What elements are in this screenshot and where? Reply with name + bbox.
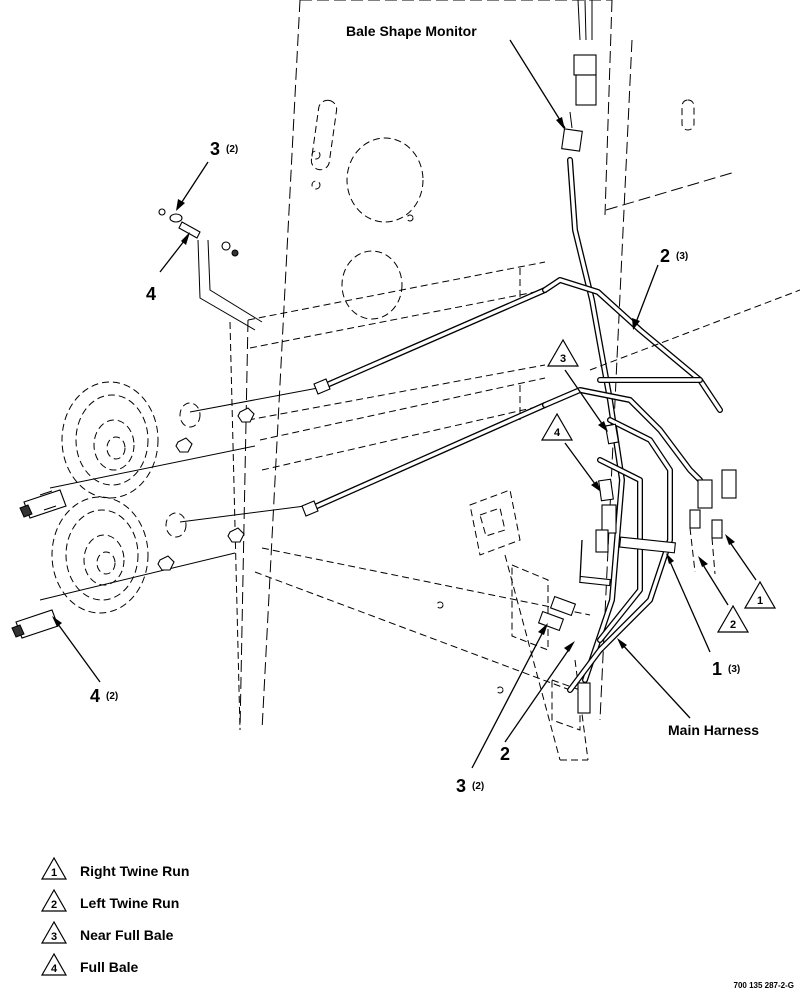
sensor-studs [11,407,255,639]
callout-1-number: 1 [712,659,722,679]
callout-3-top-number: 3 [210,139,220,159]
harness-connectors [537,423,737,714]
callouts: Bale Shape Monitor 3 (2) 4 2 (3) 4 (2) 1… [90,23,759,796]
bale-shape-monitor-label: Bale Shape Monitor [346,23,477,39]
triangle-markers: 3 4 1 2 [540,338,777,633]
main-harness-label: Main Harness [668,722,759,738]
callout-4-bottom-number: 4 [90,686,100,706]
svg-text:Right Twine Run: Right Twine Run [80,863,189,879]
callout-2-top-qty: (3) [676,251,688,262]
legend-item-full-bale: 4 Full Bale [40,952,139,976]
svg-text:3: 3 [560,353,566,365]
svg-text:4: 4 [554,427,561,439]
marker-tri-2: 2 [716,604,750,633]
callout-3-bottom-qty: (2) [472,781,484,792]
callout-3-top-qty: (2) [226,144,238,155]
svg-text:3: 3 [51,931,57,943]
callout-1-qty: (3) [728,664,740,675]
callout-4-top-number: 4 [146,284,156,304]
svg-text:4: 4 [51,963,58,975]
svg-text:1: 1 [757,595,763,607]
twine-wheel-upper [61,381,201,499]
svg-text:2: 2 [51,899,57,911]
main-harness-bundle [542,157,800,693]
callout-4-bottom-qty: (2) [106,691,118,702]
marker-tri-1: 1 [743,580,777,609]
svg-text:Near Full Bale: Near Full Bale [80,927,174,943]
leader-lines [52,39,757,769]
sensor-cables [197,239,548,517]
baler-frame [229,0,736,761]
shaft-lines [39,364,546,601]
legend-item-near-full-bale: 3 Near Full Bale [40,920,174,944]
callout-2-top-number: 2 [660,246,670,266]
svg-text:1: 1 [51,867,57,879]
reference-code: 700 135 287-2-G [734,981,795,990]
svg-text:Full Bale: Full Bale [80,959,139,975]
svg-text:2: 2 [730,619,736,631]
marker-tri-4: 4 [540,412,574,441]
bale-shape-monitor-connector [561,0,597,152]
marker-tri-3: 3 [546,338,580,367]
top-hardware [158,208,239,257]
callout-2-bottom-number: 2 [500,744,510,764]
legend-item-right-twine-run: 1 Right Twine Run [40,856,189,880]
callout-3-bottom-number: 3 [456,776,466,796]
svg-text:Left Twine Run: Left Twine Run [80,895,179,911]
twine-wheel-lower [51,496,187,614]
legend-item-left-twine-run: 2 Left Twine Run [40,888,179,912]
legend: 1 Right Twine Run 2 Left Twine Run 3 Nea… [40,856,189,976]
